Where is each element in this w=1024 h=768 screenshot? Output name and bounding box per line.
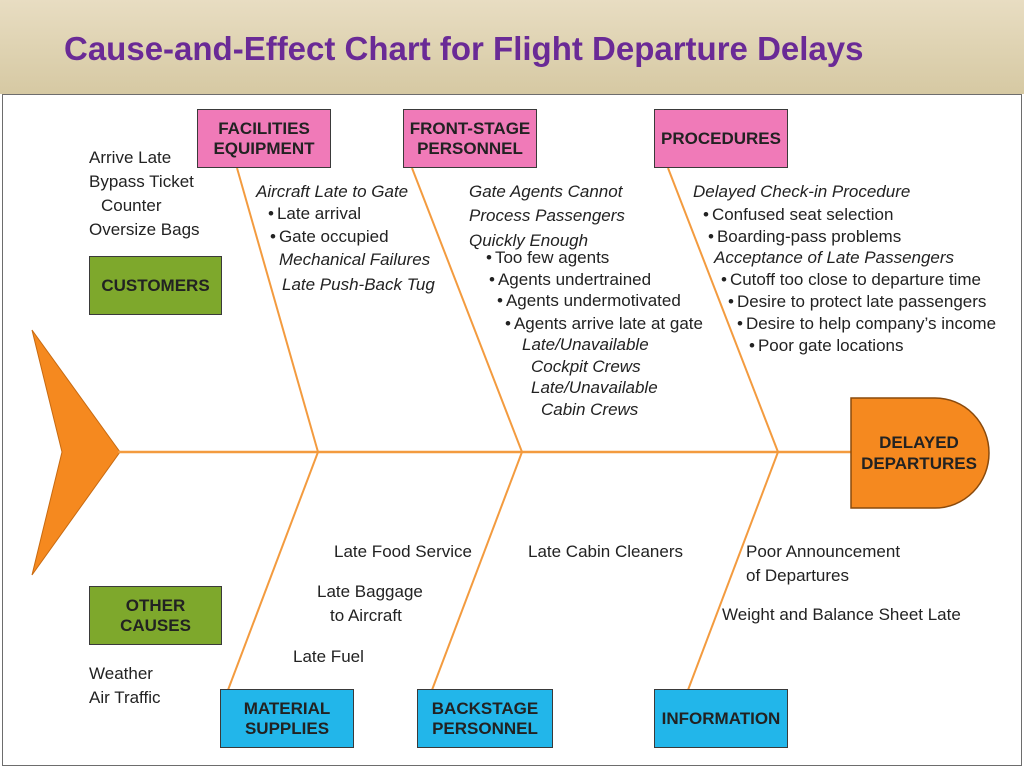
category-procedures: PROCEDURES [654,109,788,168]
bone-frontstage [411,167,523,453]
cause-text: Late Fuel [293,647,364,666]
cause-heading: Late Push-Back Tug [282,275,435,294]
cause-text: of Departures [746,566,849,585]
category-material-supplies: MATERIAL SUPPLIES [220,689,354,748]
fish-tail [31,329,121,576]
bone-facilities [236,167,319,453]
cause-heading: Mechanical Failures [279,250,431,269]
category-backstage-personnel: BACKSTAGE PERSONNEL [417,689,553,748]
cause-heading: Late/Unavailable [531,378,658,397]
cause-text: Late Baggage [317,582,423,601]
cause-bullet: Desire to protect late passengers [728,291,986,313]
cause-bullet: Desire to help company’s income [737,313,996,335]
cause-text: Weight and Balance Sheet Late [722,605,961,624]
cause-text: Counter [101,196,162,215]
cause-bullet: Agents undertrained [489,269,651,291]
cause-text: Arrive Late [89,148,172,167]
cause-heading: Acceptance of Late Passengers [714,248,955,267]
cause-heading: Aircraft Late to Gate [256,182,409,201]
cause-text: Weather [89,664,153,683]
cause-heading: Delayed Check-in Procedure [693,182,911,201]
title-band [0,0,1024,94]
cause-heading: Late/Unavailable [522,335,649,354]
cause-text: Late Food Service [334,542,472,561]
cause-heading: Process Passengers [469,206,625,225]
cause-text: Oversize Bags [89,220,200,239]
cause-bullet: Too few agents [486,247,609,269]
cause-text: to Aircraft [330,606,402,625]
cause-heading: Gate Agents Cannot [469,182,623,201]
category-information: INFORMATION [654,689,788,748]
cause-bullet: Confused seat selection [703,204,893,226]
cause-text: Late Cabin Cleaners [528,542,683,561]
category-front-stage-personnel: FRONT-STAGE PERSONNEL [403,109,537,168]
cause-text: Bypass Ticket [89,172,194,191]
category-facilities-equipment: FACILITIES EQUIPMENT [197,109,331,168]
cause-bullet: Agents arrive late at gate [505,313,703,335]
fish-head [850,397,990,509]
cause-heading: Cabin Crews [541,400,639,419]
cause-bullet: Gate occupied [270,226,389,248]
bone-material [227,451,319,691]
category-other-causes: OTHER CAUSES [89,586,222,645]
bone-information [687,451,779,691]
category-customers: CUSTOMERS [89,256,222,315]
effect-label: DELAYED DEPARTURES [861,433,977,473]
bone-backstage [431,451,523,691]
cause-bullet: Cutoff too close to departure time [721,269,981,291]
cause-bullet: Agents undermotivated [497,290,681,312]
bone-procedures [667,167,779,453]
cause-heading: Quickly Enough [469,231,589,250]
page-title: Cause-and-Effect Chart for Flight Depart… [64,30,864,67]
cause-text: Air Traffic [89,688,161,707]
cause-heading: Cockpit Crews [531,357,641,376]
cause-bullet: Poor gate locations [749,335,904,357]
cause-bullet: Boarding-pass problems [708,226,901,248]
cause-bullet: Late arrival [268,203,361,225]
cause-text: Poor Announcement [746,542,901,561]
